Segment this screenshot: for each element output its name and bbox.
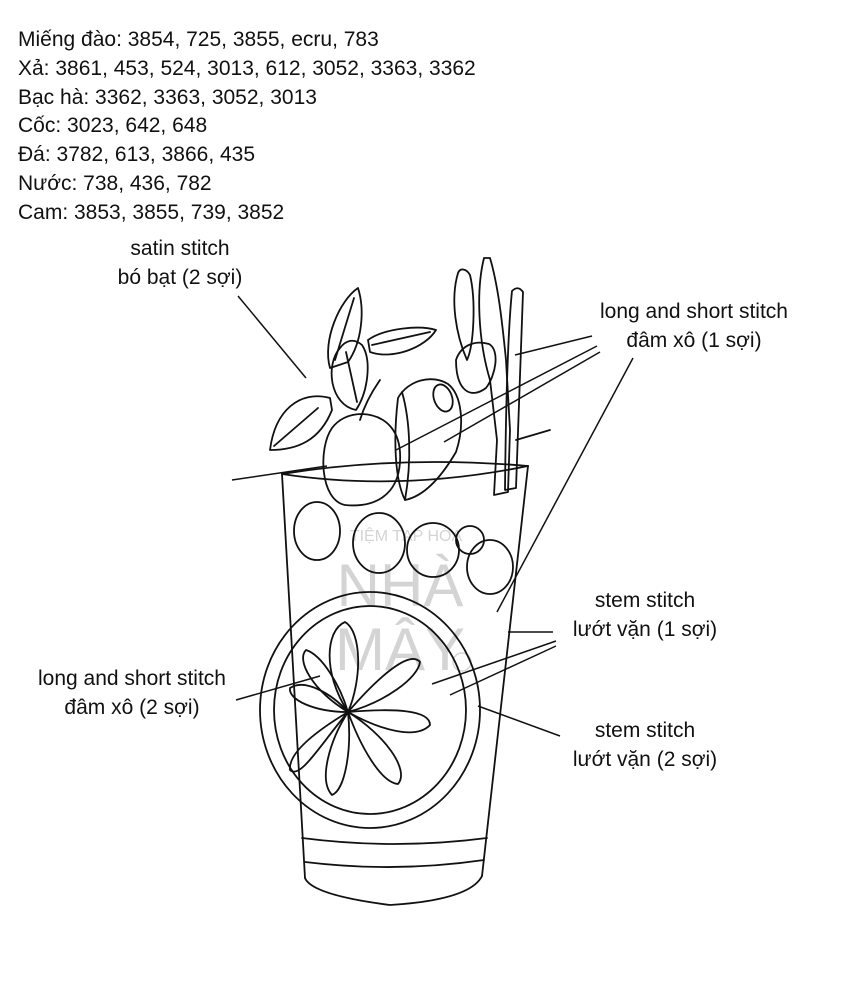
- lemongrass-stalks: [453, 257, 551, 496]
- watermark-logo: TIỆM TẠP HÓA NHÀ MÂY: [335, 526, 472, 683]
- watermark-line-3: MÂY: [335, 616, 465, 683]
- thread-color-list: Miếng đào: 3854, 725, 3855, ecru, 783 Xả…: [18, 26, 476, 228]
- leader-lines: [231, 295, 634, 737]
- ice-bubbles: [293, 501, 514, 595]
- label-line: lướt vặn (2 sợi): [572, 748, 718, 771]
- thread-list-item: Nước: 738, 436, 782: [18, 171, 212, 195]
- label-line: bó bạt (2 sợi): [117, 266, 243, 289]
- mint-leaves: [269, 287, 437, 451]
- label-stem-stitch-1: stem stitch lướt vặn (1 sợi): [555, 586, 735, 644]
- label-line: stem stitch: [594, 589, 696, 612]
- label-line: đâm xô (1 sợi): [626, 329, 762, 352]
- label-long-short-stitch-1: long and short stitch đâm xô (1 sợi): [574, 297, 814, 355]
- label-satin-stitch: satin stitch bó bạt (2 sợi): [100, 234, 260, 292]
- glass: [281, 461, 529, 906]
- thread-list-item: Miếng đào: 3854, 725, 3855, ecru, 783: [18, 28, 379, 51]
- thread-list-item: Bạc hà: 3362, 3363, 3052, 3013: [18, 85, 317, 109]
- peach-slices: [322, 341, 497, 507]
- label-line: đâm xô (2 sợi): [64, 696, 200, 719]
- thread-list-item: Cam: 3853, 3855, 739, 3852: [18, 200, 285, 224]
- watermark-line-2: NHÀ: [337, 552, 464, 619]
- label-long-short-stitch-2: long and short stitch đâm xô (2 sợi): [12, 664, 252, 722]
- label-line: long and short stitch: [38, 667, 226, 690]
- label-line: satin stitch: [130, 237, 230, 260]
- thread-list-item: Xả: 3861, 453, 524, 3013, 612, 3052, 336…: [18, 56, 476, 80]
- orange-slice: [259, 591, 481, 829]
- label-stem-stitch-2: stem stitch lướt vặn (2 sợi): [555, 716, 735, 774]
- label-line: stem stitch: [594, 719, 696, 742]
- label-line: long and short stitch: [600, 300, 788, 323]
- watermark-line-1: TIỆM TẠP HÓA: [350, 526, 463, 545]
- thread-list-item: Cốc: 3023, 642, 648: [18, 114, 208, 138]
- thread-list-item: Đá: 3782, 613, 3866, 435: [18, 143, 256, 167]
- label-line: lướt vặn (1 sợi): [572, 618, 718, 641]
